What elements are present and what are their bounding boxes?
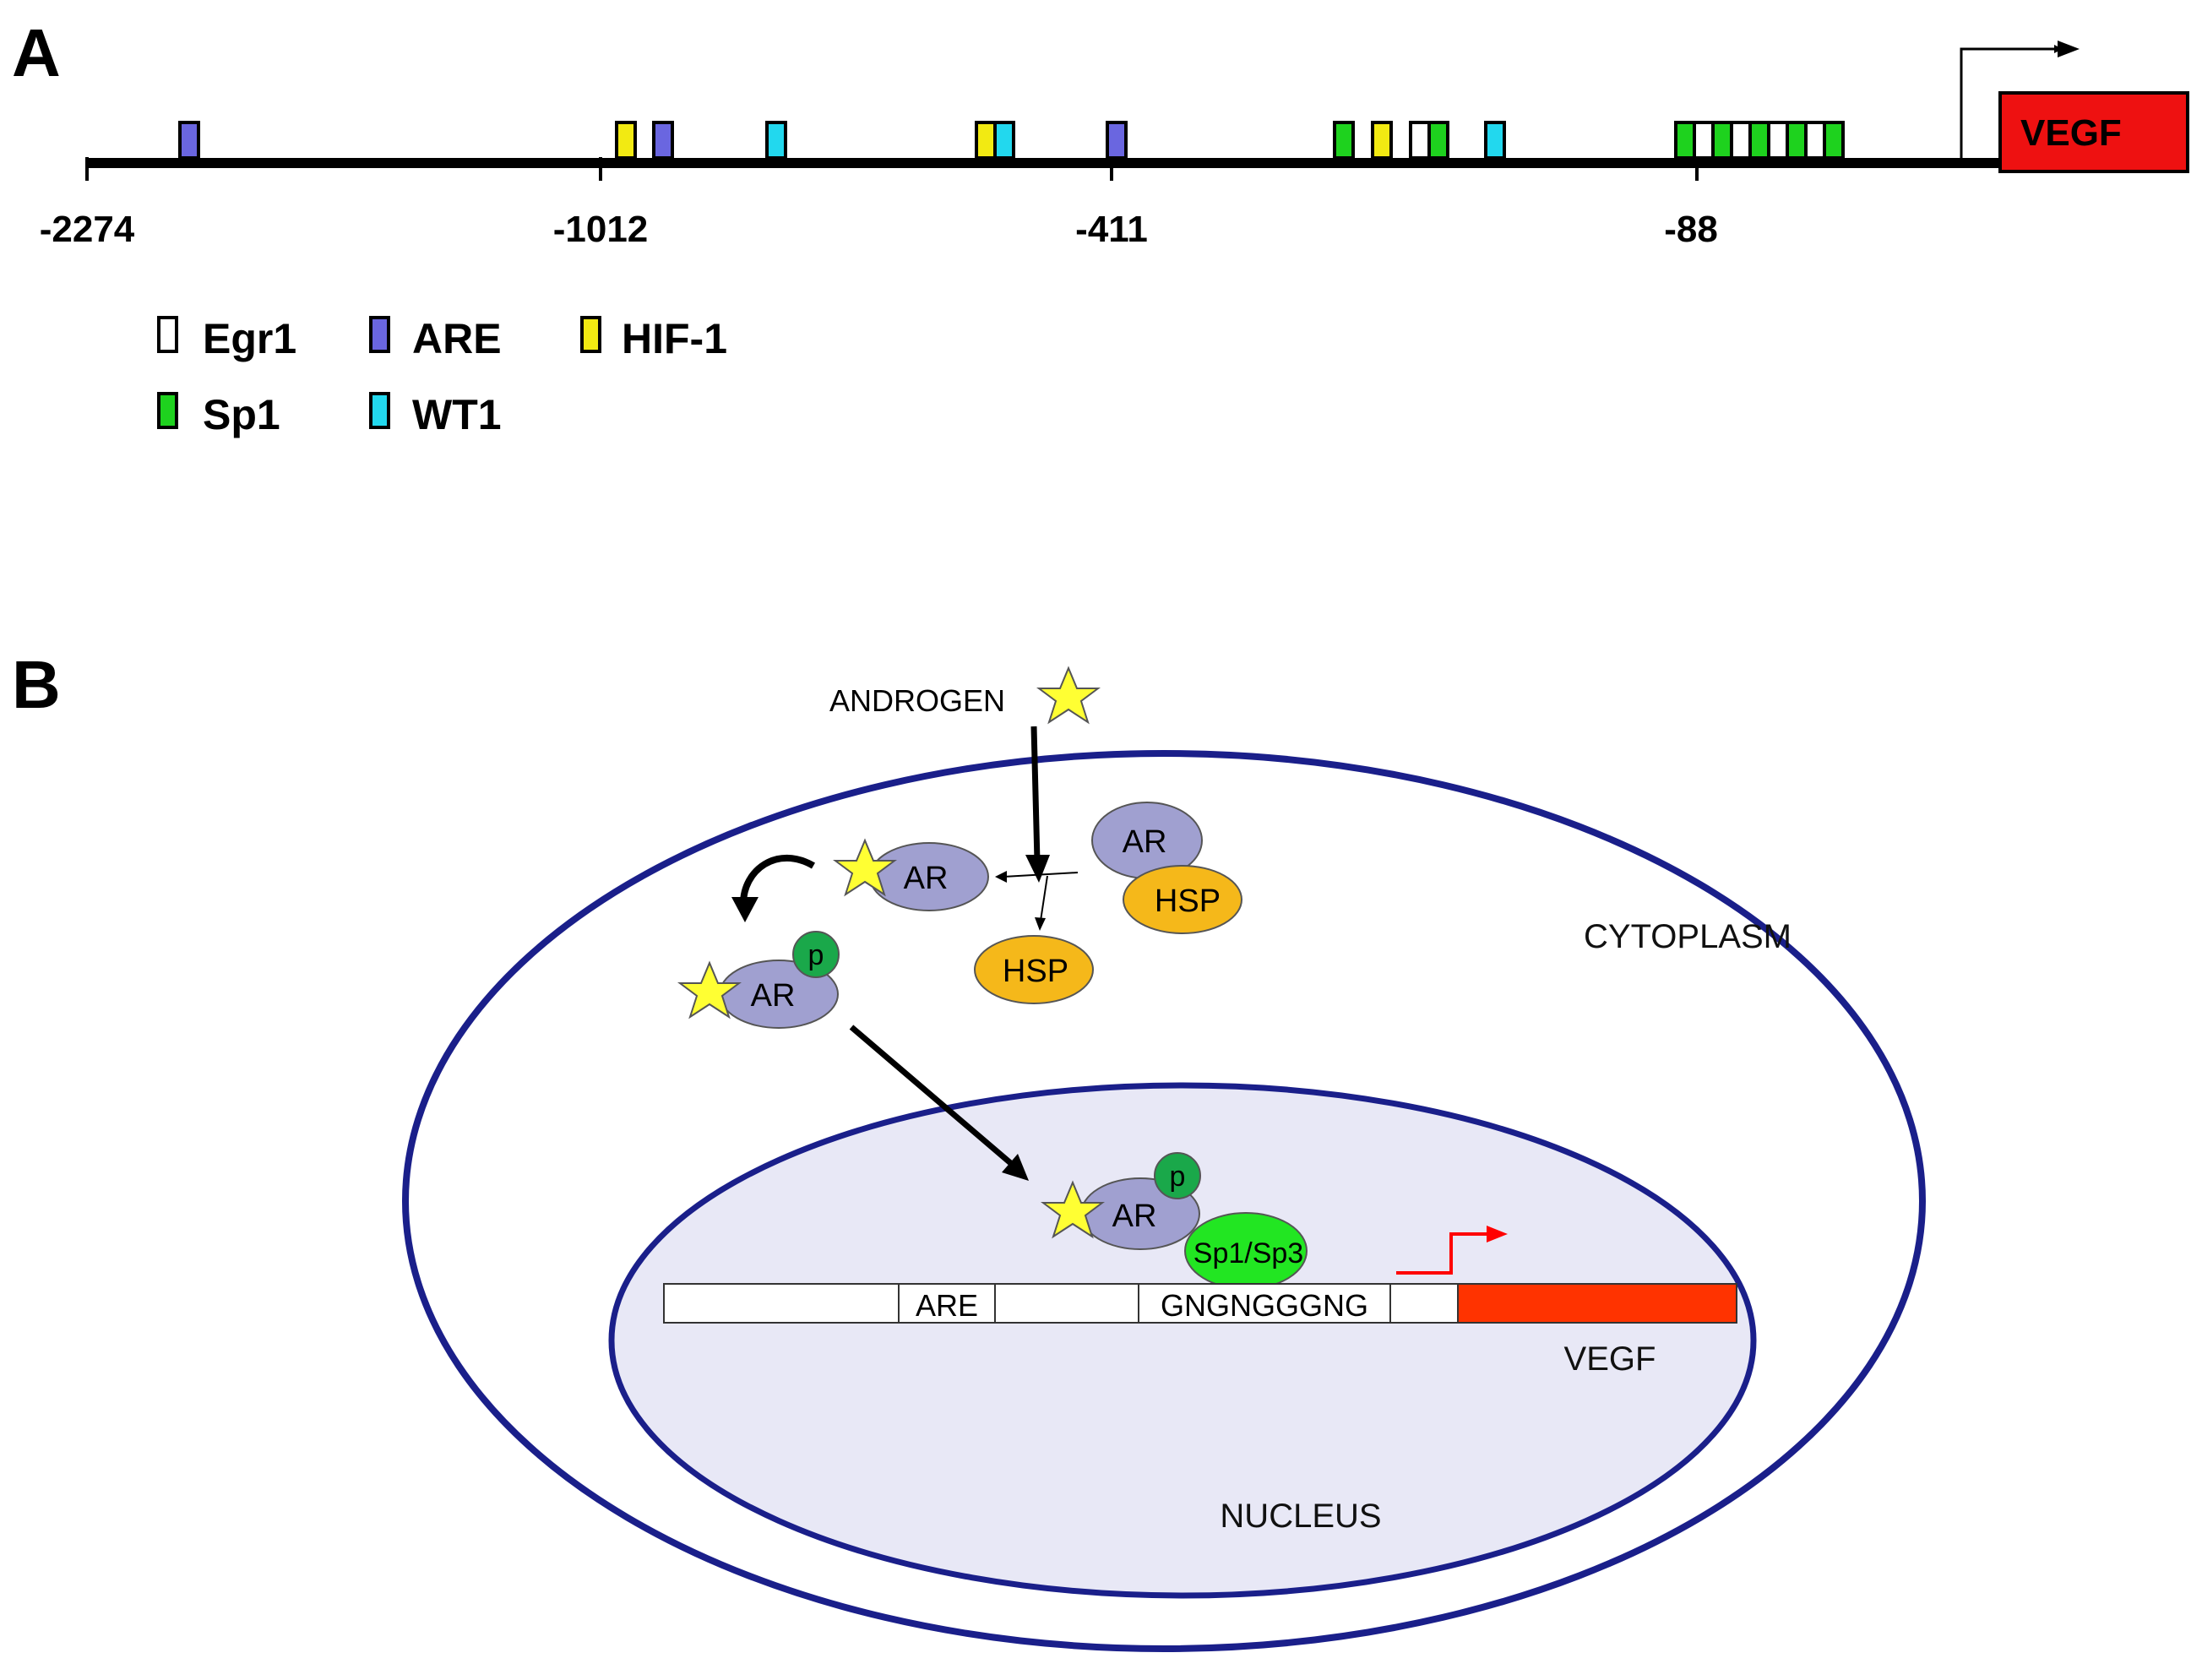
androgen-entry-arrow (1030, 726, 1041, 862)
liganded-ar-label: AR (904, 861, 949, 896)
vegf-region-label: VEGF (1564, 1340, 1656, 1378)
vegf-gene-label: VEGF (2020, 112, 2122, 154)
free-hsp-protein (974, 935, 1094, 1004)
free-hsp-label: HSP (1003, 954, 1068, 989)
nucleus-envelope (608, 1082, 1757, 1599)
arrowhead (995, 871, 1007, 883)
transcription-start-arrow (1396, 1232, 1491, 1275)
legend-swatch-hif1 (580, 316, 601, 353)
nuclear-ligand-star-icon (1041, 1180, 1105, 1239)
phosphate-label: p (808, 939, 824, 971)
are-element-label: ARE (916, 1288, 978, 1323)
dna-segment (1389, 1283, 1459, 1324)
wt1-site (993, 121, 1015, 160)
legend-label-hif1: HIF-1 (622, 315, 727, 362)
sp1-site (1427, 121, 1449, 160)
nuclear-translocation-arrow (849, 1025, 1016, 1168)
dna-segment (663, 1283, 900, 1324)
arrowhead (731, 897, 758, 922)
cytoplasm-label: CYTOPLASM (1584, 918, 1792, 955)
ligand-star-icon (833, 838, 897, 897)
panel-a-label: A (12, 15, 61, 90)
legend: Egr1 ARE HIF-1 Sp1 WT1 (157, 315, 727, 438)
legend-swatch-egr1 (157, 316, 178, 353)
dissociation-line (1003, 872, 1079, 878)
tick-label: -1012 (553, 209, 649, 250)
tss-arrow (1960, 45, 2063, 158)
sp1-site (1711, 121, 1733, 160)
vegf-gene-box (1998, 91, 2189, 173)
nucleus-label: NUCLEUS (1220, 1498, 1381, 1535)
egr1-site (1804, 121, 1826, 160)
ar-label: AR (1123, 824, 1167, 860)
androgen-label: ANDROGEN (829, 683, 1005, 718)
egr1-site (1693, 121, 1715, 160)
sp1-site (1333, 121, 1355, 160)
sp1-sp3-label: Sp1/Sp3 (1193, 1237, 1303, 1270)
tick-label: -411 (1075, 209, 1148, 250)
are-element (898, 1283, 996, 1324)
tss-arrowhead (2058, 41, 2080, 57)
arrowhead (1487, 1226, 1508, 1242)
wt1-site (765, 121, 787, 160)
hsp-label: HSP (1155, 883, 1221, 919)
arrowhead (1025, 855, 1050, 883)
vegf-coding-region (1457, 1283, 1737, 1324)
are-site (652, 121, 674, 160)
nuclear-phosphate-label: p (1170, 1161, 1186, 1193)
arrowhead (1002, 1154, 1029, 1181)
gc-box-label: GNGNGGGNG (1161, 1288, 1368, 1323)
are-site (1106, 121, 1128, 160)
egr1-site (1767, 121, 1789, 160)
legend-swatch-sp1 (157, 392, 178, 429)
sp1-site (1748, 121, 1770, 160)
egr1-site (1730, 121, 1752, 160)
hif1-site (615, 121, 637, 160)
dna-segment (994, 1283, 1139, 1324)
binding-sites (178, 121, 1845, 160)
hif1-site (975, 121, 997, 160)
wt1-site (1484, 121, 1506, 160)
legend-label-wt1: WT1 (412, 391, 502, 438)
sp1-site (1786, 121, 1808, 160)
arrowhead (1035, 917, 1046, 931)
dna-track: ARE GNGNGGGNG (663, 1283, 1737, 1324)
sp1-site (1674, 121, 1696, 160)
ligand-star-icon (677, 960, 742, 1019)
phosphorylation-arrow (740, 854, 816, 905)
legend-label-sp1: Sp1 (203, 391, 280, 438)
phosphate-group (792, 931, 840, 978)
panel-a: A (12, 15, 2189, 438)
legend-label-egr1: Egr1 (203, 315, 296, 362)
hif1-site (1371, 121, 1393, 160)
sp1-site (1823, 121, 1845, 160)
nuclear-phosphate-group (1154, 1152, 1201, 1199)
tick-label: -88 (1664, 209, 1718, 250)
legend-swatch-wt1 (369, 392, 390, 429)
hsp-release-arrow (1040, 875, 1048, 922)
hsp-protein (1123, 865, 1242, 934)
phospho-ar-label: AR (751, 978, 796, 1014)
tick-label: -2274 (40, 209, 135, 250)
panel-b: B CYTOPLASM NUCLEUS ANDROGEN AR HSP HSP … (12, 647, 1926, 1652)
egr1-site (1409, 121, 1431, 160)
androgen-star-icon (1036, 666, 1101, 725)
legend-label-are: ARE (412, 315, 502, 362)
panel-b-label: B (12, 647, 61, 722)
are-site (178, 121, 200, 160)
nuclear-ar-label: AR (1112, 1199, 1157, 1234)
legend-swatch-are (369, 316, 390, 353)
